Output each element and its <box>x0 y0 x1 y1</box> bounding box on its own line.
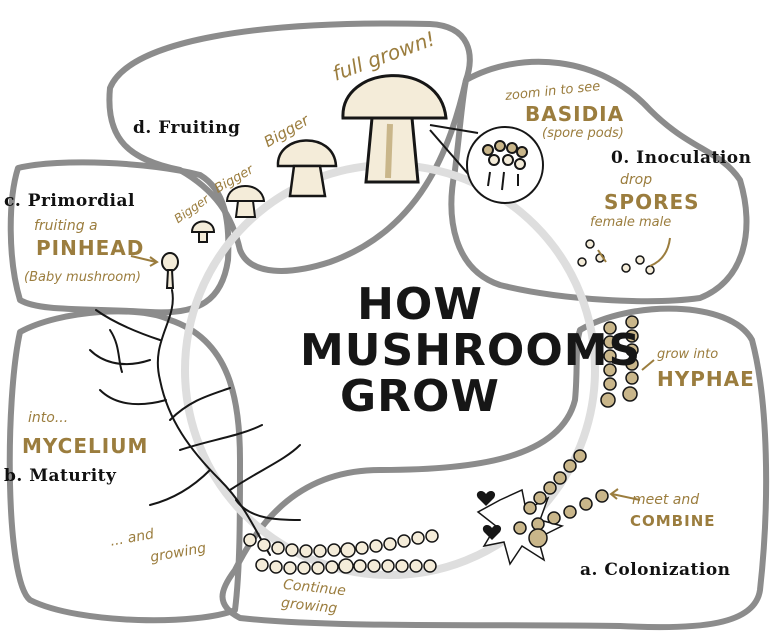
mushroom-small <box>190 220 216 243</box>
region-maturity <box>6 308 243 624</box>
note-baby-mushroom: (Baby mushroom) <box>24 270 141 285</box>
basidia-zoom <box>429 124 544 204</box>
combining-hyphae <box>476 449 609 566</box>
note-fruiting-a: fruiting a <box>34 218 98 234</box>
stage-regions <box>6 20 770 631</box>
stage-label-fruiting: d. Fruiting <box>133 118 241 138</box>
spores <box>577 239 655 275</box>
note-pinhead: PINHEAD <box>36 236 145 260</box>
note-spore-pods: (spore pods) <box>542 126 624 141</box>
note-drop: drop <box>620 172 653 188</box>
mushroom-pinhead <box>161 252 179 289</box>
diagram-title: HOW MUSHROOMS GROW <box>300 279 642 423</box>
note-basidia: BASIDIA <box>525 102 625 126</box>
mushroom-medium <box>225 185 266 218</box>
stage-label-primordial: c. Primordial <box>4 191 135 211</box>
region-primordial <box>7 159 232 316</box>
mycelium-network <box>89 289 301 556</box>
stage-label-colonization: a. Colonization <box>580 560 731 580</box>
region-inoculation <box>448 58 750 305</box>
hearts <box>476 491 502 540</box>
title-line-how: HOW <box>357 279 483 330</box>
title-line-mushrooms: MUSHROOMS <box>300 325 642 377</box>
note-mycelium: MYCELIUM <box>22 434 149 458</box>
title-line-grow: GROW <box>340 371 500 423</box>
note-spores: SPORES <box>604 190 700 214</box>
hyphae-chain-bottom <box>243 529 439 575</box>
mushroom-full-grown <box>341 74 448 184</box>
note-combine: COMBINE <box>630 512 716 530</box>
note-into: into... <box>28 410 69 426</box>
mushroom-large <box>276 139 338 198</box>
hyphae <box>600 315 639 408</box>
region-colonization <box>219 305 770 631</box>
note-female-male: female male <box>590 215 672 230</box>
annotation-arrows <box>130 237 671 501</box>
stage-label-inoculation: 0. Inoculation <box>611 148 752 168</box>
stage-label-maturity: b. Maturity <box>4 466 117 486</box>
note-grow-into: grow into <box>657 347 719 362</box>
note-hyphae: HYPHAE <box>657 367 755 391</box>
note-meet-and: meet and <box>632 492 700 508</box>
